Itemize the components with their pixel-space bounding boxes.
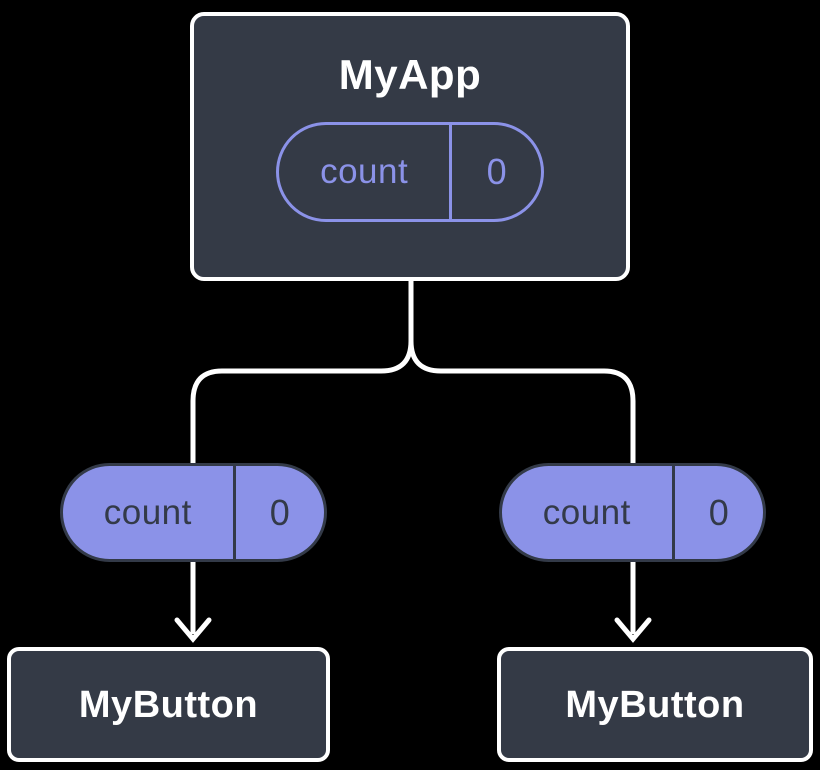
arrowhead-left: [174, 617, 212, 643]
left-prop-pill-value: 0: [232, 466, 324, 559]
left-prop-pill-key: count: [103, 492, 192, 532]
root-component-title: MyApp: [338, 51, 482, 98]
root-state-pill: count 0: [276, 122, 544, 222]
left-child-component-node: MyButton: [7, 647, 330, 762]
left-prop-pill: count 0: [60, 463, 327, 562]
right-prop-pill: count 0: [499, 463, 766, 562]
connector-right-branch: [408, 278, 636, 634]
root-component-node: MyApp count 0: [190, 12, 630, 281]
right-prop-pill-key: count: [542, 492, 631, 532]
state-pill-key: count: [320, 152, 409, 191]
left-child-component-title: MyButton: [78, 683, 259, 726]
right-child-component-node: MyButton: [497, 647, 813, 762]
right-prop-pill-value: 0: [671, 466, 763, 559]
right-child-component-title: MyButton: [565, 683, 745, 726]
connector-left-branch: [190, 278, 414, 634]
arrowhead-right: [614, 617, 652, 643]
state-pill-value: 0: [449, 125, 541, 219]
